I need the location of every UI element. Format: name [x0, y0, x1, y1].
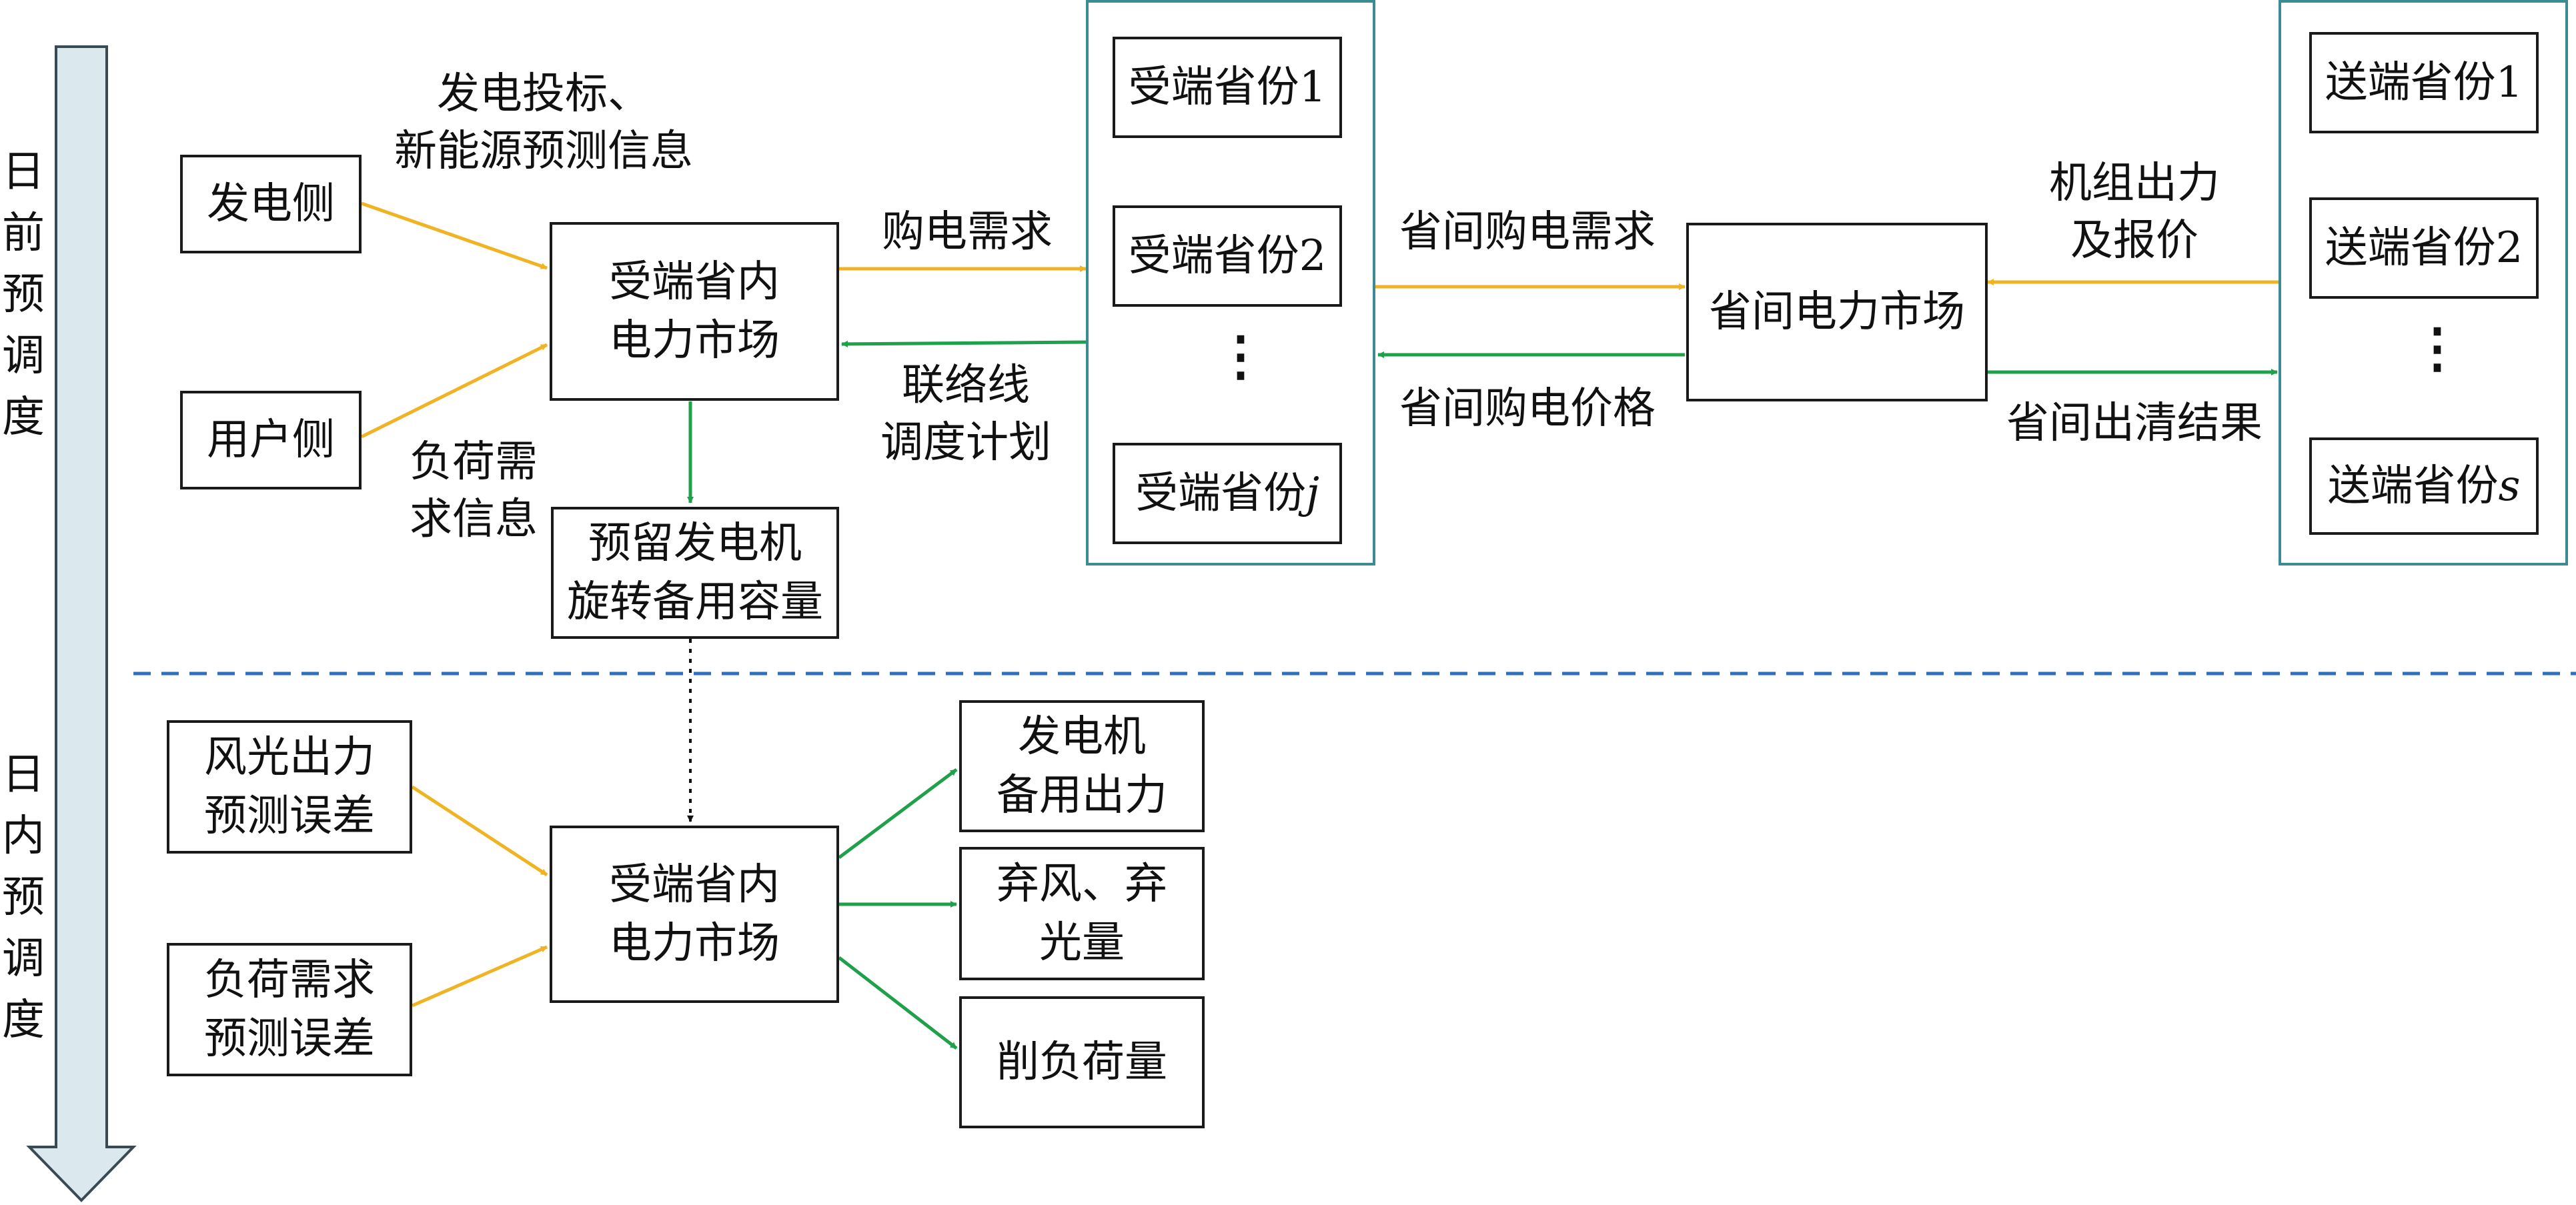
reserve-box: 预留发电机 旋转备用容量 — [551, 507, 839, 639]
user-side-to-market-arrow — [360, 343, 548, 439]
inter-purchase-price-label: 省间购电价格 — [1399, 384, 1656, 433]
load-error-to-market-arrow — [412, 945, 548, 1008]
inter-market-box: 省间电力市场 — [1686, 223, 1988, 401]
sending-province-2: 送端省份2 — [2309, 197, 2539, 299]
timeline-label-day-ahead: 日 前 预 调 度 — [2, 147, 45, 442]
gen-side-box: 发电侧 — [180, 155, 362, 253]
gen-reserve-output-box: 发电机 备用出力 — [959, 700, 1205, 832]
receiving-provinces-ellipsis: ⋮ — [1214, 324, 1267, 387]
market-to-gen-reserve-arrow — [838, 768, 958, 859]
purchase-demand-label: 购电需求 — [882, 207, 1053, 257]
load-error-box: 负荷需求 预测误差 — [167, 943, 412, 1076]
sending-province-s: 送端省份s — [2309, 437, 2539, 535]
timeline-label-intraday: 日 内 预 调 度 — [2, 750, 45, 1045]
receiving-province-2: 受端省份2 — [1113, 205, 1342, 307]
unit-output-quote-label: 机组出力 及报价 — [2049, 159, 2220, 265]
receiving-province-j: 受端省份j — [1113, 443, 1342, 544]
gen-side-to-market-arrow — [361, 201, 548, 270]
market-to-load-shedding-arrow — [838, 956, 958, 1050]
inter-purchase-demand-label: 省间购电需求 — [1399, 207, 1656, 257]
sending-province-1: 送端省份1 — [2309, 32, 2539, 133]
inter-clearing-label: 省间出清结果 — [2006, 399, 2263, 448]
wind-error-to-market-arrow — [411, 785, 548, 877]
load-shedding-box: 削负荷量 — [959, 996, 1205, 1128]
intraday-market-box: 受端省内 电力市场 — [550, 826, 839, 1003]
timeline-arrow — [26, 45, 137, 1202]
tie-line-plan-label: 联络线 调度计划 — [880, 361, 1051, 467]
receiving-province-1: 受端省份1 — [1113, 37, 1342, 138]
sending-provinces-ellipsis: ⋮ — [2411, 316, 2464, 379]
wind-solar-error-box: 风光出力 预测误差 — [167, 720, 412, 854]
user-side-box: 用户侧 — [180, 391, 362, 489]
tie-line-plan-arrow — [841, 340, 1087, 347]
load-demand-label: 负荷需 求信息 — [410, 437, 538, 544]
curtailment-box: 弃风、弃 光量 — [959, 847, 1205, 980]
gen-bid-label: 发电投标、 新能源预测信息 — [394, 69, 693, 176]
receiving-market-box: 受端省内 电力市场 — [550, 222, 839, 401]
